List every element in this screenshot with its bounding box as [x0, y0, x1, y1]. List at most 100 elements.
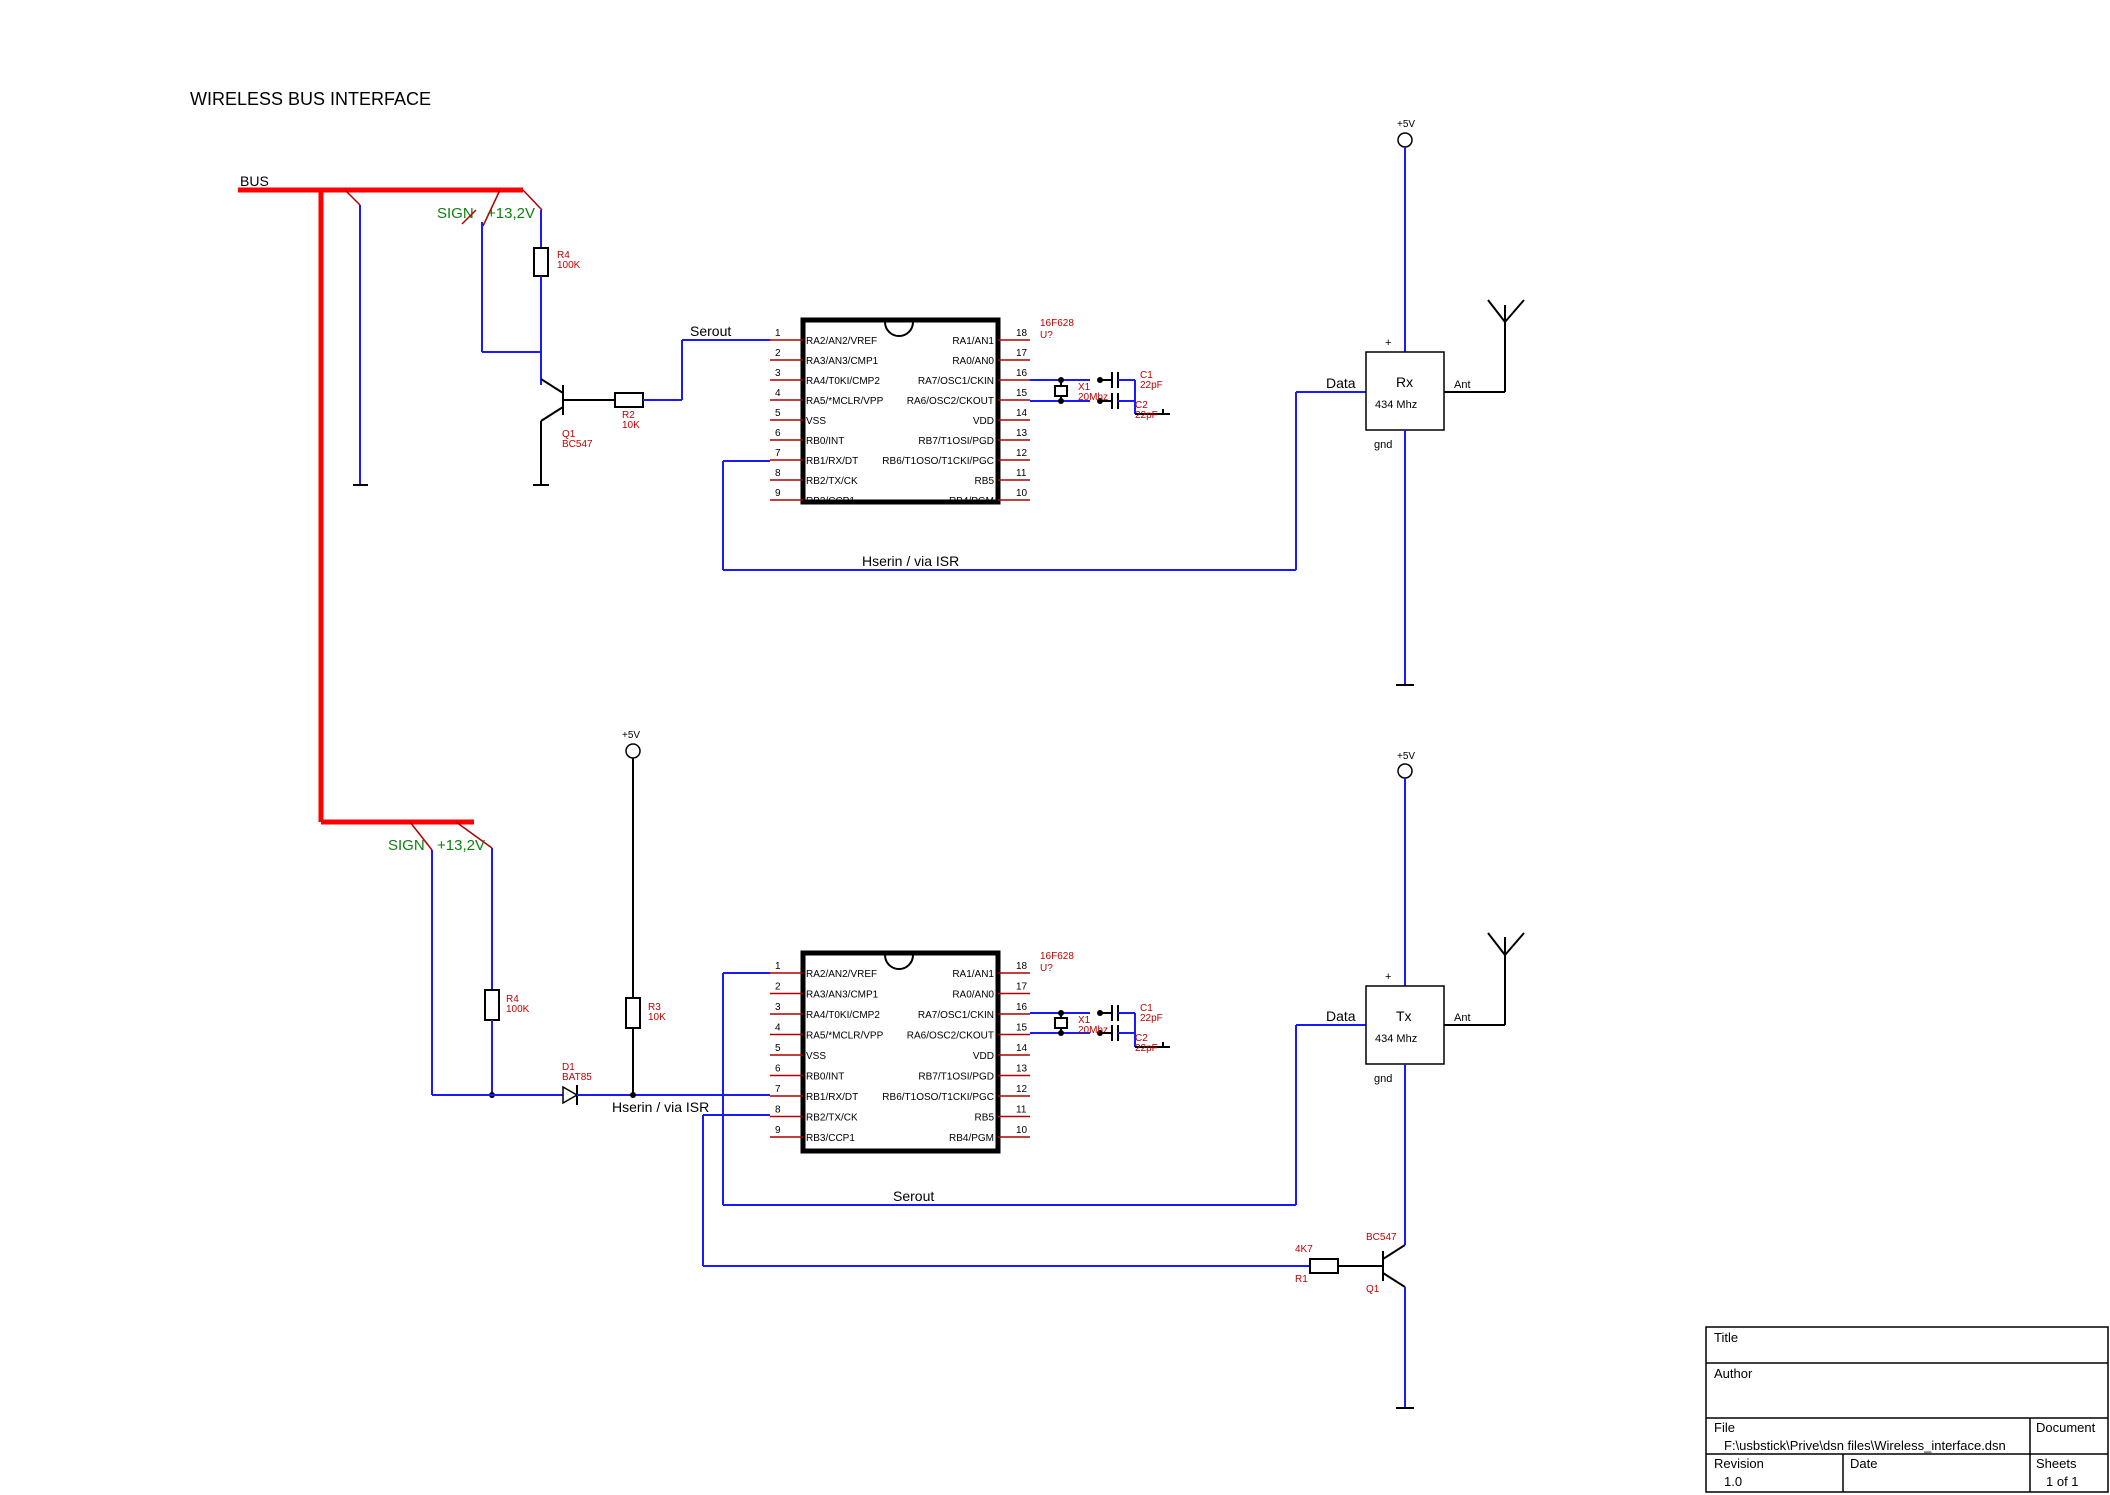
svg-text:Data: Data	[1326, 375, 1356, 391]
top-input-circuit: SIGN +13,2V R4 100K Q1 BC547 R2 10K Sero…	[437, 205, 770, 486]
svg-text:Q1: Q1	[1366, 1284, 1380, 1295]
mcu-pin-number: 15	[1016, 1023, 1028, 1034]
mcu-pin-number: 8	[775, 1105, 781, 1116]
oscillator-top: X1 20Mhz C1 22pF C2 22pF	[1030, 370, 1170, 421]
mcu-pin-name: RB7/T1OSI/PGD	[918, 1072, 994, 1083]
r4-top-resistor	[533, 247, 549, 277]
mcu-pin-name: VSS	[806, 1051, 826, 1062]
mcu-pin-number: 1	[775, 961, 781, 972]
mcu-pin-name: RA6/OSC2/CKOUT	[907, 1031, 994, 1042]
sheets-value: 1 of 1	[2046, 1474, 2079, 1489]
bottom-input-circuit: SIGN +13,2V R4 100K D1 BAT85 +5V R3 10K …	[388, 730, 770, 1115]
bus-label: BUS	[240, 173, 269, 189]
svg-text:434 Mhz: 434 Mhz	[1375, 399, 1417, 411]
svg-text:+5V: +5V	[1397, 119, 1415, 130]
mcu-pin-name: VDD	[973, 1051, 994, 1062]
svg-text:R4: R4	[557, 250, 570, 261]
rx-module: +5V + Rx 434 Mhz Data Ant gnd	[1326, 119, 1525, 686]
svg-text:C1: C1	[1140, 1003, 1153, 1014]
svg-text:D1: D1	[562, 1062, 575, 1073]
mcu-pin-number: 17	[1016, 348, 1028, 359]
svg-text:22pF: 22pF	[1140, 380, 1163, 391]
v132-label-bottom: +13,2V	[437, 837, 485, 854]
mcu-pin-name: VSS	[806, 416, 826, 427]
mcu-pin-number: 5	[775, 1043, 781, 1054]
mcu-pin-name: RB3/CCP1	[806, 496, 855, 507]
bottom-nets: Serout 4K7 R1 BC547 Q1	[702, 972, 1414, 1409]
antenna-rx-icon	[1487, 299, 1506, 323]
antenna-tx-icon	[1487, 932, 1506, 956]
svg-text:C2: C2	[1135, 1033, 1148, 1044]
svg-text:R2: R2	[622, 410, 635, 421]
title-label: Title	[1714, 1330, 1738, 1345]
svg-text:Ant: Ant	[1454, 379, 1471, 391]
mcu-pin-number: 3	[775, 1002, 781, 1013]
mcu-pin-number: 9	[775, 1125, 781, 1136]
svg-text:100K: 100K	[506, 1004, 530, 1015]
mcu-pin-number: 16	[1016, 368, 1028, 379]
sign-label-top: SIGN	[437, 205, 474, 222]
mcu-pin-number: 18	[1016, 328, 1028, 339]
revision-value: 1.0	[1724, 1474, 1742, 1489]
svg-text:Tx: Tx	[1396, 1008, 1412, 1024]
file-value: F:\usbstick\Prive\dsn files\Wireless_int…	[1724, 1438, 2006, 1453]
mcu-pin-number: 4	[775, 1023, 781, 1034]
mcu-pin-name: RB3/CCP1	[806, 1133, 855, 1144]
svg-text:gnd: gnd	[1374, 439, 1392, 451]
mcu-pin-number: 14	[1016, 408, 1028, 419]
r1-resistor	[1309, 1258, 1339, 1274]
mcu-pin-number: 17	[1016, 982, 1028, 993]
mcu-pin-name: RA3/AN3/CMP1	[806, 356, 879, 367]
svg-text:+: +	[1385, 337, 1391, 349]
mcu-pin-number: 7	[775, 1084, 781, 1095]
d1-diode	[562, 1085, 579, 1105]
mcu-pin-name: RB1/RX/DT	[806, 1092, 858, 1103]
mcu-pin-number: 16	[1016, 1002, 1028, 1013]
serout-bottom-label: Serout	[893, 1188, 934, 1204]
oscillator-bottom: X1 20Mhz C1 22pF C2 22pF	[1030, 1003, 1170, 1054]
svg-text:Data: Data	[1326, 1008, 1356, 1024]
mcu-pin-name: RB2/TX/CK	[806, 1113, 858, 1124]
mcu-pin-number: 14	[1016, 1043, 1028, 1054]
svg-text:BAT85: BAT85	[562, 1072, 592, 1083]
sign-label-bottom: SIGN	[388, 837, 425, 854]
document-label: Document	[2036, 1420, 2096, 1435]
mcu-pin-name: RB6/T1OSO/T1CKI/PGC	[882, 1092, 994, 1103]
mcu-pin-number: 12	[1016, 448, 1028, 459]
mcu-pin-name: RB5	[975, 1113, 995, 1124]
mcu-pin-name: RA7/OSC1/CKIN	[918, 1010, 994, 1021]
svg-text:+5V: +5V	[622, 730, 640, 741]
r2-top-resistor	[614, 392, 644, 408]
svg-text:100K: 100K	[557, 260, 581, 271]
svg-text:X1: X1	[1078, 1015, 1091, 1026]
svg-text:10K: 10K	[622, 420, 640, 431]
crystal-x1-bottom	[1054, 1017, 1068, 1029]
mcu-pin-name: RB0/INT	[806, 1072, 844, 1083]
svg-text:434 Mhz: 434 Mhz	[1375, 1033, 1417, 1045]
svg-text:U?: U?	[1040, 963, 1053, 974]
title-block: Title Author File F:\usbstick\Prive\dsn …	[1705, 1326, 2109, 1493]
mcu-bottom: 16F628 U? 1RA2/AN2/VREF2RA3/AN3/CMP13RA4…	[770, 950, 1074, 1154]
mcu-pin-number: 15	[1016, 388, 1028, 399]
svg-text:20Mhz: 20Mhz	[1078, 392, 1108, 403]
mcu-pin-number: 9	[775, 488, 781, 499]
mcu-pin-number: 8	[775, 468, 781, 479]
mcu-pin-number: 10	[1016, 1125, 1028, 1136]
svg-text:+5V: +5V	[1397, 751, 1415, 762]
svg-text:10K: 10K	[648, 1012, 666, 1023]
sheet-title: WIRELESS BUS INTERFACE	[190, 89, 431, 109]
mcu-pin-number: 2	[775, 348, 781, 359]
svg-text:R4: R4	[506, 994, 519, 1005]
mcu-pin-number: 7	[775, 448, 781, 459]
mcu-pin-number: 13	[1016, 428, 1028, 439]
mcu-pin-number: 13	[1016, 1064, 1028, 1075]
mcu-pin-number: 6	[775, 428, 781, 439]
mcu-pin-name: RA1/AN1	[952, 336, 994, 347]
mcu-pin-name: RB0/INT	[806, 436, 844, 447]
svg-text:22pF: 22pF	[1135, 410, 1158, 421]
mcu-pin-number: 1	[775, 328, 781, 339]
mcu-pin-name: RB5	[975, 476, 995, 487]
mcu-pin-name: RB4/PGM	[949, 1133, 994, 1144]
mcu-pin-name: RA3/AN3/CMP1	[806, 990, 879, 1001]
tx-module: +5V + Tx 434 Mhz Data Ant gnd	[1326, 751, 1525, 1245]
